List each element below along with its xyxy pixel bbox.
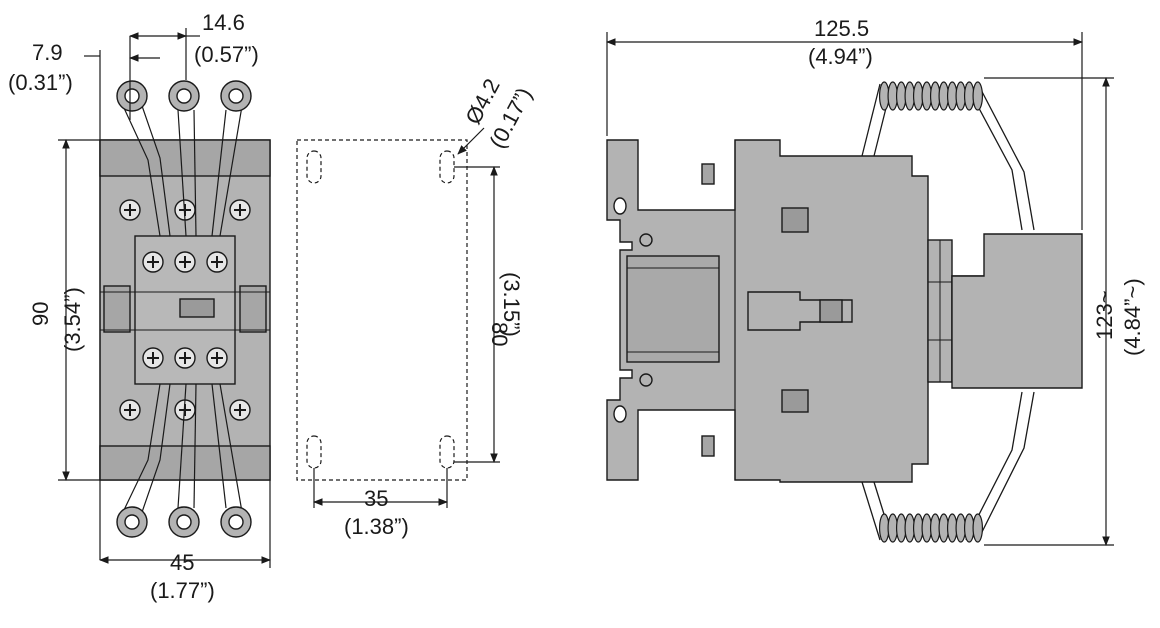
terminal-screw-icon — [206, 347, 228, 369]
side-slot-top — [613, 197, 627, 215]
dim-7-9-inch: (0.31”) — [8, 70, 73, 95]
terminal-screw-icon — [142, 251, 164, 273]
front-view — [99, 139, 271, 481]
side-tab-top — [701, 163, 715, 185]
dim-123-inch: (4.84”~) — [1120, 278, 1145, 356]
dim-80-mm: 80 — [487, 322, 512, 346]
dim-125-5-inch: (4.94”) — [808, 44, 873, 69]
side-armature — [626, 255, 720, 363]
dim-14-6-mm: 14.6 — [202, 10, 245, 35]
side-plunger-window — [819, 299, 843, 323]
side-window-bottom — [781, 389, 809, 413]
front-label-window — [179, 298, 215, 318]
coil-spring-icon — [878, 81, 984, 111]
hole-top-left — [306, 150, 322, 184]
terminal-screw-icon — [119, 399, 141, 421]
hole-top-right — [439, 150, 455, 184]
terminal-screw-icon — [142, 347, 164, 369]
dimension-lines — [58, 28, 1114, 568]
side-window-top — [781, 207, 809, 233]
dim-45-inch: (1.77”) — [150, 578, 215, 603]
terminal-screw-icon — [174, 347, 196, 369]
front-terminal-screws — [119, 199, 251, 421]
eyelet-loop-icon — [220, 506, 252, 538]
dim-45-mm: 45 — [170, 550, 194, 575]
hole-template — [296, 139, 468, 481]
hole-template-outline — [296, 139, 468, 481]
front-side-lug-left — [103, 285, 131, 333]
hole-bottom-right — [439, 435, 455, 469]
coil-spring-icon — [878, 513, 984, 543]
side-rivet-bottom — [639, 373, 653, 387]
terminal-screw-icon — [229, 199, 251, 221]
dim-7-9-mm: 7.9 — [32, 40, 63, 65]
dim-35-inch: (1.38”) — [344, 514, 409, 539]
dim-80-inch: (3.15”) — [499, 272, 524, 337]
front-bottom-strip — [99, 445, 271, 481]
eyelet-loop-icon — [168, 80, 200, 112]
hole-bottom-left — [306, 435, 322, 469]
dim-125-5-mm: 125.5 — [814, 16, 869, 41]
terminal-screw-icon — [119, 199, 141, 221]
front-top-strip — [99, 139, 271, 177]
eyelet-loop-icon — [168, 506, 200, 538]
side-resistor-coils — [878, 81, 984, 543]
side-rivet-top — [639, 233, 653, 247]
terminal-screw-icon — [229, 399, 251, 421]
front-side-lug-right — [239, 285, 267, 333]
side-view — [606, 139, 1083, 483]
dim-123-mm: 123~ — [1092, 290, 1117, 340]
eyelet-loop-icon — [220, 80, 252, 112]
eyelet-loop-icon — [116, 80, 148, 112]
terminal-screw-icon — [206, 251, 228, 273]
terminal-screw-icon — [174, 251, 196, 273]
side-resistor-head — [951, 233, 1083, 389]
front-resistor-leads — [123, 99, 243, 519]
front-eyelet-terminals — [116, 80, 252, 538]
dim-90-mm: 90 — [28, 302, 53, 326]
dim-35-mm: 35 — [364, 486, 388, 511]
dim-90-inch: (3.54”) — [60, 287, 85, 352]
side-tab-bottom — [701, 435, 715, 457]
eyelet-loop-icon — [116, 506, 148, 538]
dim-14-6-inch: (0.57”) — [194, 42, 259, 67]
side-slot-bottom — [613, 405, 627, 423]
